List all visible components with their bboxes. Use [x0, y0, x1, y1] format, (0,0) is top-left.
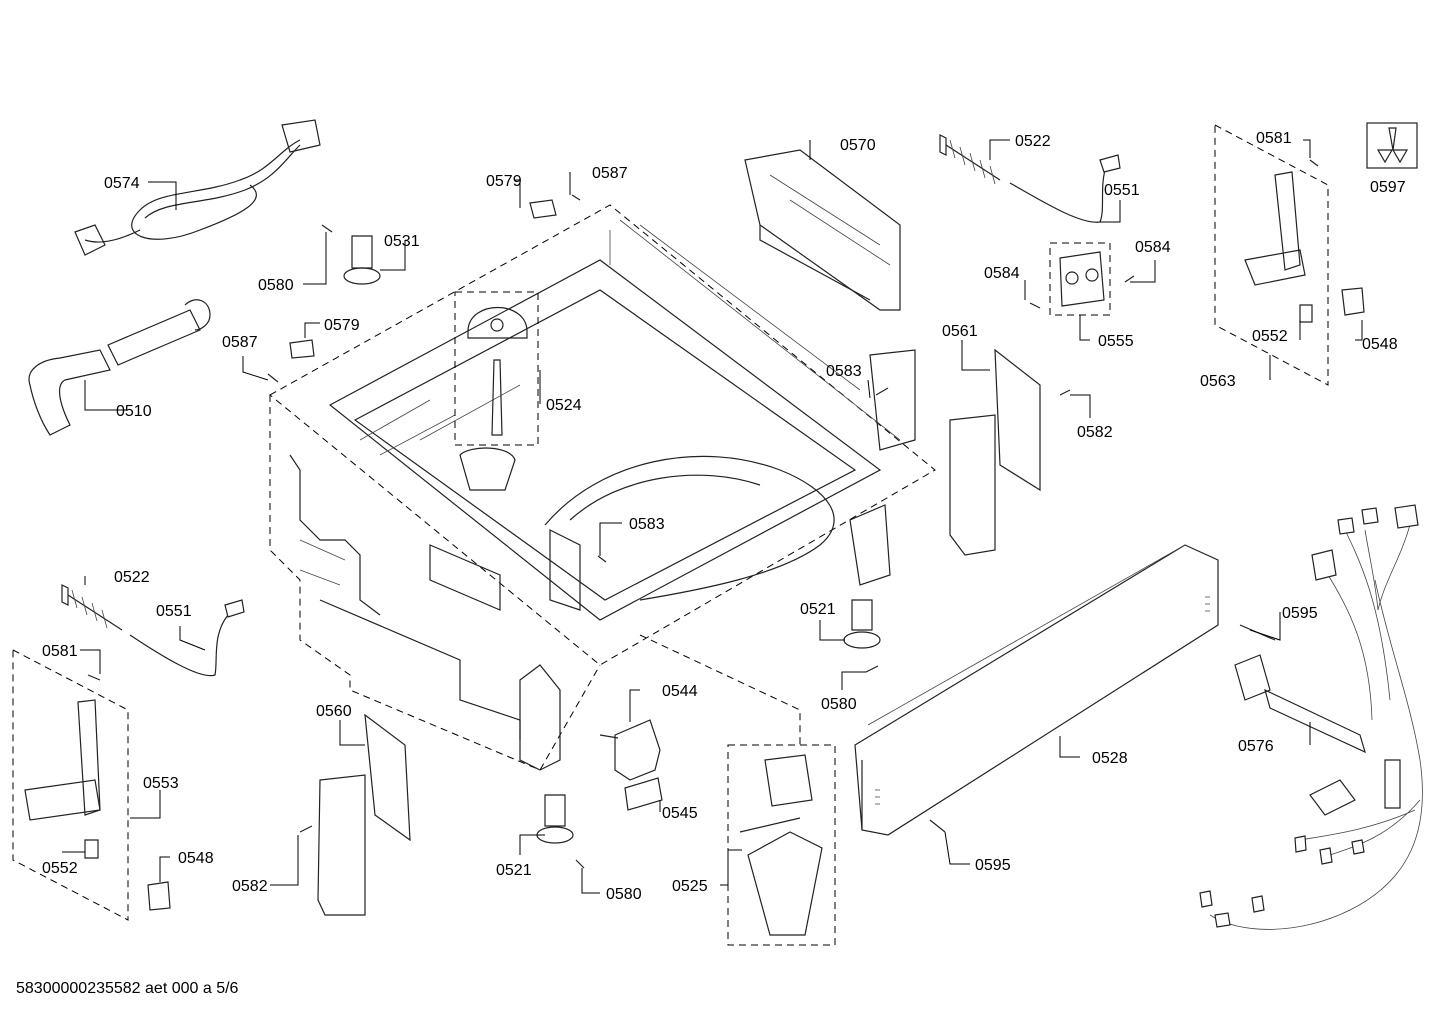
label-0597: 0597 — [1370, 179, 1406, 196]
part-0522-lower-drawing — [61, 584, 123, 631]
small-fasteners-drawing — [87, 159, 1319, 869]
part-0555-drawing — [1049, 242, 1111, 316]
label-0548: 0548 — [178, 850, 214, 867]
part-0560-drawing — [317, 713, 411, 916]
label-0574: 0574 — [104, 175, 140, 192]
label-0545: 0545 — [662, 805, 698, 822]
label-0587: 0587 — [592, 165, 628, 182]
label-0563: 0563 — [1200, 373, 1236, 390]
part-0551-lower-drawing — [129, 599, 245, 677]
label-0579: 0579 — [324, 317, 360, 334]
part-0525-drawing — [727, 744, 836, 946]
part-0576-drawing — [1199, 504, 1423, 930]
base-frame-drawing — [269, 204, 936, 771]
label-0510: 0510 — [116, 403, 152, 420]
leader-lines — [62, 139, 1363, 894]
label-0552: 0552 — [1252, 328, 1288, 345]
part-0524-drawing — [454, 291, 539, 446]
part-0531-drawing — [343, 235, 381, 285]
part-0521-lower-drawing — [536, 794, 574, 844]
label-0582: 0582 — [232, 878, 268, 895]
part-0545-drawing — [624, 777, 663, 811]
label-0555: 0555 — [1098, 333, 1134, 350]
label-0580: 0580 — [258, 277, 294, 294]
label-0531: 0531 — [384, 233, 420, 250]
part-0597-symbol — [1366, 122, 1418, 169]
label-0580: 0580 — [606, 886, 642, 903]
document-code: 58300000235582 aet 000 a 5/6 — [16, 980, 239, 997]
label-0582: 0582 — [1077, 424, 1113, 441]
label-0576: 0576 — [1238, 738, 1274, 755]
label-0521: 0521 — [800, 601, 836, 618]
part-0522-upper-drawing — [939, 134, 1001, 185]
label-0584: 0584 — [1135, 239, 1171, 256]
label-0581: 0581 — [1256, 130, 1292, 147]
label-0587: 0587 — [222, 334, 258, 351]
part-0528-drawing — [854, 544, 1219, 836]
part-0563-drawing — [1214, 124, 1329, 386]
label-0581: 0581 — [42, 643, 78, 660]
label-0551: 0551 — [1104, 182, 1140, 199]
label-0580: 0580 — [821, 696, 857, 713]
part-0561-drawing — [949, 348, 1041, 556]
label-0595: 0595 — [1282, 605, 1318, 622]
label-0553: 0553 — [143, 775, 179, 792]
label-0583: 0583 — [629, 516, 665, 533]
label-0595: 0595 — [975, 857, 1011, 874]
label-0561: 0561 — [942, 323, 978, 340]
label-0583: 0583 — [826, 363, 862, 380]
part-0548-drawing — [147, 287, 1365, 911]
part-0551-upper-drawing — [1009, 154, 1121, 223]
part-0553-drawing — [12, 649, 129, 921]
label-0579: 0579 — [486, 173, 522, 190]
label-0521: 0521 — [496, 862, 532, 879]
label-0560: 0560 — [316, 703, 352, 720]
part-0574-drawing — [74, 119, 321, 256]
part-0544-drawing — [599, 719, 661, 781]
label-0551: 0551 — [156, 603, 192, 620]
label-0548: 0548 — [1362, 336, 1398, 353]
label-0524: 0524 — [546, 397, 582, 414]
part-labels: 0574 0579 0587 0531 0580 0579 0587 0510 … — [42, 130, 1406, 903]
label-0528: 0528 — [1092, 750, 1128, 767]
part-0570-drawing — [744, 149, 901, 311]
part-0510-drawing — [28, 299, 211, 436]
label-0552: 0552 — [42, 860, 78, 877]
label-0544: 0544 — [662, 683, 698, 700]
label-0584: 0584 — [984, 265, 1020, 282]
label-0522: 0522 — [1015, 133, 1051, 150]
label-0522: 0522 — [114, 569, 150, 586]
part-0521-upper-drawing — [843, 599, 881, 649]
label-0525: 0525 — [672, 878, 708, 895]
label-0570: 0570 — [840, 137, 876, 154]
